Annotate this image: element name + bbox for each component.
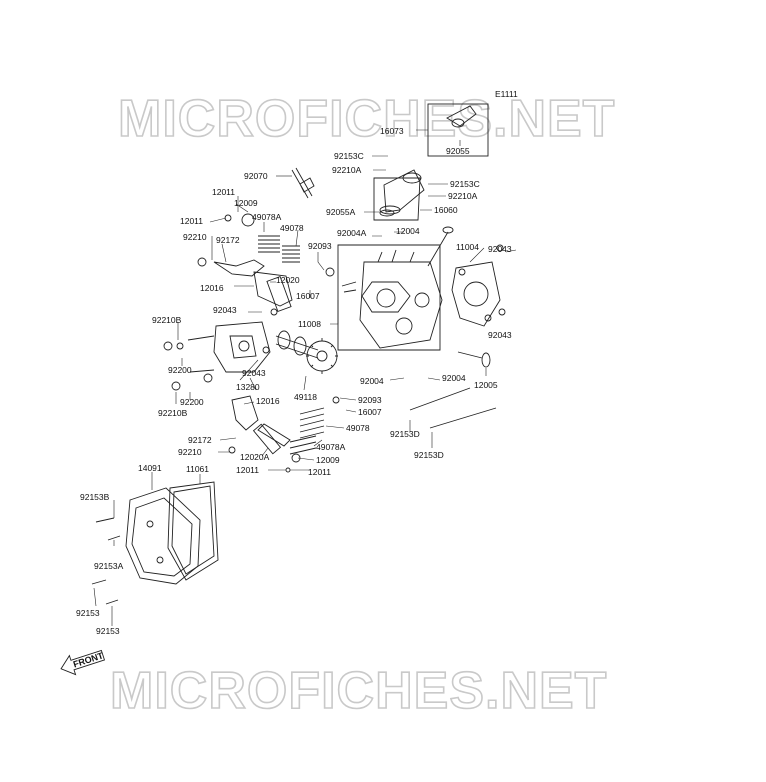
label-16060: 16060 (434, 205, 458, 215)
label-92055A: 92055A (326, 207, 356, 217)
label-92093: 92093 (308, 241, 332, 251)
label-12005: 12005 (474, 380, 498, 390)
label-16007: 16007 (296, 291, 320, 301)
rocker-arm-12016-upper (213, 259, 293, 313)
label-49118: 49118 (294, 392, 317, 402)
label-12011: 12011 (236, 465, 259, 475)
label-49078: 49078 (280, 223, 304, 233)
label-92172: 92172 (188, 435, 212, 445)
rocker-arm-12016-lower (231, 395, 291, 455)
cam-holder-13280 (187, 321, 271, 373)
valves-12004-12005 (427, 226, 491, 368)
label-92004: 92004 (442, 373, 466, 383)
label-92210B: 92210B (152, 315, 182, 325)
front-arrow: FRONT (60, 649, 106, 676)
label-12020A: 12020A (240, 452, 270, 462)
diagram-id: E1111 (495, 89, 518, 99)
label-13280: 13280 (236, 382, 260, 392)
label-92043: 92043 (488, 330, 512, 340)
label-92055: 92055 (446, 146, 470, 156)
label-92153C: 92153C (334, 151, 364, 161)
valve-springs-upper (224, 213, 300, 263)
intake-pipe-16060 (373, 169, 425, 221)
label-16007: 16007 (358, 407, 382, 417)
studs-92153D (409, 387, 497, 429)
label-92153C: 92153C (450, 179, 480, 189)
label-12016: 12016 (200, 283, 224, 293)
label-11004: 11004 (456, 242, 479, 252)
label-92200: 92200 (180, 397, 204, 407)
camshaft-49118 (275, 330, 338, 374)
label-92153A: 92153A (94, 561, 124, 571)
watermark-bottom: MICROFICHES.NET (110, 662, 607, 720)
label-92210A: 92210A (448, 191, 478, 201)
label-92070: 92070 (244, 171, 268, 181)
part-labels: 16073 92055 92153C 92210A 92153C 92210A … (76, 126, 512, 636)
label-14091: 14091 (138, 463, 162, 473)
label-92172: 92172 (216, 235, 240, 245)
label-92210: 92210 (178, 447, 202, 457)
small-bolts (91, 244, 506, 605)
label-12020: 12020 (276, 275, 300, 285)
label-49078A: 49078A (316, 442, 346, 452)
label-92210: 92210 (183, 232, 207, 242)
label-92210A: 92210A (332, 165, 362, 175)
label-92004: 92004 (360, 376, 384, 386)
label-92043: 92043 (213, 305, 237, 315)
valve-springs-lower (289, 407, 325, 463)
head-cover-14091 (125, 487, 201, 585)
label-12009: 12009 (234, 198, 258, 208)
label-49078A: 49078A (252, 212, 282, 222)
label-12011: 12011 (180, 216, 203, 226)
label-11008: 11008 (298, 319, 321, 329)
watermark-top: MICROFICHES.NET (118, 90, 615, 148)
label-92210B: 92210B (158, 408, 188, 418)
gasket-11061 (167, 481, 219, 581)
label-12016: 12016 (256, 396, 280, 406)
label-11061: 11061 (186, 464, 209, 474)
label-16073: 16073 (380, 126, 404, 136)
label-92153: 92153 (96, 626, 120, 636)
label-92153: 92153 (76, 608, 100, 618)
label-92093: 92093 (358, 395, 382, 405)
label-12011: 12011 (212, 187, 235, 197)
label-49078: 49078 (346, 423, 370, 433)
label-92153B: 92153B (80, 492, 110, 502)
front-label: FRONT (72, 650, 105, 669)
label-12011: 12011 (308, 467, 331, 477)
cylinder-head-11008 (337, 244, 443, 351)
label-12004: 12004 (396, 226, 420, 236)
spark-plug-92070 (291, 167, 315, 199)
label-92153D: 92153D (414, 450, 444, 460)
gasket-11004 (451, 261, 501, 327)
label-92153D: 92153D (390, 429, 420, 439)
label-92043: 92043 (488, 244, 512, 254)
label-92004A: 92004A (337, 228, 367, 238)
label-92043: 92043 (242, 368, 266, 378)
label-92200: 92200 (168, 365, 192, 375)
label-12009: 12009 (316, 455, 340, 465)
leader-lines (93, 129, 517, 626)
